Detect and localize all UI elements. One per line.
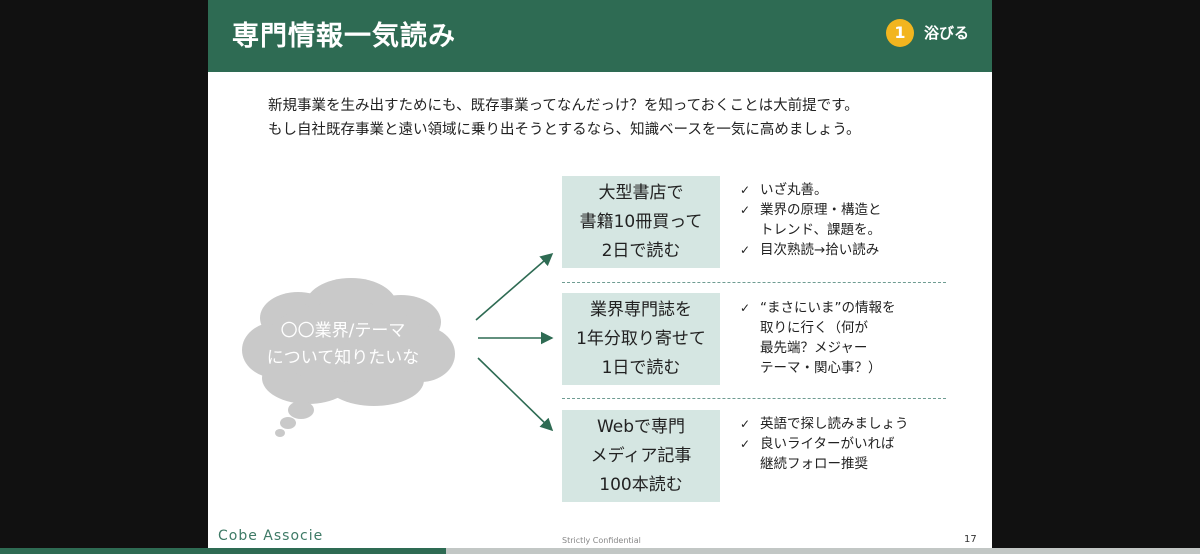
method-line: 1年分取り寄せて: [576, 329, 706, 349]
intro-line: もし自社既存事業と遠い領域に乗り出そうとするなら、知識ベースを一気に高めましょう…: [268, 122, 861, 138]
method-line: 1日で読む: [601, 358, 681, 378]
note-item: ✓ 目次熟読→拾い読み: [740, 240, 882, 260]
slide-header: 専門情報一気読み 1 浴びる: [208, 0, 992, 72]
check-icon: ✓: [740, 183, 751, 197]
method-line: 大型書店で: [598, 183, 684, 203]
note-item: ✓ 良いライターがいれば 継続フォロー推奨: [740, 434, 909, 474]
intro-text: 新規事業を生み出すためにも、既存事業ってなんだっけ？を知っておくことは大前提です…: [268, 94, 968, 142]
slideshow-progress-bar[interactable]: [0, 548, 1200, 554]
brand-logo: Cobe Associe: [218, 528, 324, 544]
confidential-label: Strictly Confidential: [562, 536, 641, 545]
note-text: テーマ・関心事？）: [760, 360, 882, 376]
section-divider: [562, 282, 946, 283]
method-box-web: Webで専門 メディア記事 100本読む: [562, 410, 720, 502]
thought-line: 〇〇業界/テーマ: [280, 321, 406, 341]
thought-bubble-icon: [242, 278, 455, 437]
arrow-up: [475, 252, 554, 321]
method-line: 2日で読む: [601, 241, 681, 261]
method-line: 書籍10冊買って: [579, 212, 703, 232]
note-text: 英語で探し読みましょう: [760, 416, 909, 432]
note-text: 良いライターがいれば: [760, 436, 895, 452]
note-text: 最先端？メジャー: [760, 340, 868, 356]
note-item: ✓ 英語で探し読みましょう: [740, 414, 909, 434]
note-text: 継続フォロー推奨: [760, 456, 868, 472]
page-number: 17: [964, 534, 977, 545]
method-box-books: 大型書店で 書籍10冊買って 2日で読む: [562, 176, 720, 268]
note-text: いざ丸善。: [760, 182, 828, 198]
method-line: 100本読む: [599, 475, 683, 495]
method-line: Webで専門: [596, 417, 686, 437]
check-icon: ✓: [740, 417, 751, 431]
method-notes-web: ✓ 英語で探し読みましょう ✓ 良いライターがいれば 継続フォロー推奨: [740, 414, 909, 474]
branch-arrows: [475, 252, 554, 432]
note-item: ✓ “まさにいま”の情報を 取りに行く（何が 最先端？メジャー テーマ・関心事？…: [740, 298, 896, 378]
note-text: “まさにいま”の情報を: [760, 300, 896, 316]
note-text: トレンド、課題を。: [760, 222, 881, 238]
check-icon: ✓: [740, 437, 751, 451]
method-notes-books: ✓ いざ丸善。 ✓ 業界の原理・構造と トレンド、課題を。 ✓ 目次熟読→拾い読…: [740, 180, 882, 260]
presentation-slide: 専門情報一気読み 1 浴びる 新規事業を生み出すためにも、既存事業ってなんだっけ…: [208, 0, 992, 548]
note-item: ✓ いざ丸善。: [740, 180, 882, 200]
intro-line: 新規事業を生み出すためにも、既存事業ってなんだっけ？を知っておくことは大前提です…: [268, 98, 859, 114]
slide-title: 専門情報一気読み: [232, 21, 456, 52]
thought-line: について知りたいな: [266, 348, 420, 368]
note-text: 取りに行く（何が: [760, 320, 868, 336]
arrow-down: [477, 357, 554, 432]
note-item: ✓ 業界の原理・構造と トレンド、課題を。: [740, 200, 882, 240]
method-box-journals: 業界専門誌を 1年分取り寄せて 1日で読む: [562, 293, 720, 385]
method-notes-journals: ✓ “まさにいま”の情報を 取りに行く（何が 最先端？メジャー テーマ・関心事？…: [740, 298, 896, 378]
check-icon: ✓: [740, 243, 751, 257]
note-text: 目次熟読→拾い読み: [760, 242, 880, 258]
step-number-badge: 1: [886, 19, 914, 47]
step-label: 浴びる: [924, 24, 970, 42]
method-line: メディア記事: [590, 446, 692, 466]
method-line: 業界専門誌を: [590, 300, 692, 320]
progress-fill: [0, 548, 447, 554]
section-divider: [562, 398, 946, 399]
check-icon: ✓: [740, 301, 751, 315]
check-icon: ✓: [740, 203, 751, 217]
thought-bubble-text: 〇〇業界/テーマ について知りたいな: [254, 318, 432, 372]
note-text: 業界の原理・構造と: [760, 202, 882, 218]
